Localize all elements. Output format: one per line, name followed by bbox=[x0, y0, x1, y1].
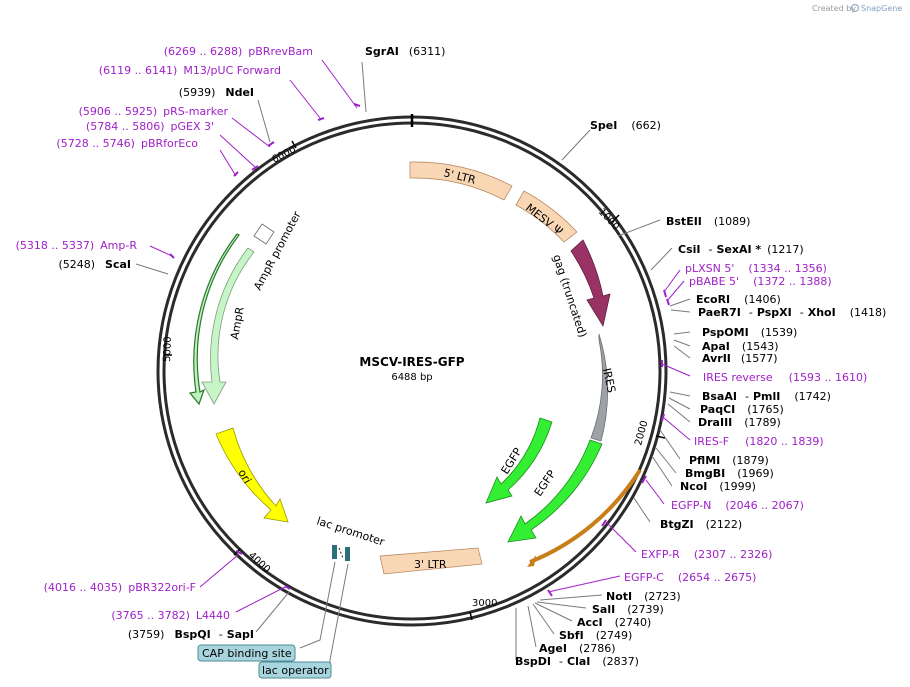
feature-ampr-promoter[interactable] bbox=[253, 223, 275, 245]
cap-binding-label: CAP binding site bbox=[202, 647, 292, 660]
feature-ires[interactable] bbox=[590, 333, 609, 442]
tick-marks bbox=[164, 140, 666, 621]
site-acci[interactable]: AccI(2740) bbox=[577, 616, 651, 629]
primer-pgex[interactable]: (5784 .. 5806)pGEX 3' bbox=[86, 120, 214, 133]
site-bspqi[interactable]: (3759)BspQI-SapI bbox=[128, 628, 254, 641]
site-spei[interactable]: SpeI(662) bbox=[590, 119, 661, 132]
site-ncoi[interactable]: NcoI(1999) bbox=[680, 480, 756, 493]
backbone bbox=[156, 114, 668, 627]
snapgene-logo-icon bbox=[850, 3, 860, 13]
primer-ires-reverse[interactable]: IRES reverse(1593 .. 1610) bbox=[703, 371, 867, 384]
site-agei[interactable]: AgeI(2786) bbox=[539, 642, 616, 655]
feature-egfp-2[interactable] bbox=[507, 439, 603, 543]
feature-5ltr-label: 5' LTR bbox=[442, 166, 477, 187]
lac-operator-label: lac operator bbox=[262, 664, 329, 677]
primer-pbrforeco[interactable]: (5728 .. 5746)pBRforEco bbox=[56, 137, 198, 150]
feature-3ltr[interactable] bbox=[379, 547, 483, 575]
primer-amp-r[interactable]: (5318 .. 5337)Amp-R bbox=[16, 239, 138, 252]
primer-prs-marker[interactable]: (5906 .. 5925)pRS-marker bbox=[79, 105, 229, 118]
primer-egfp-n[interactable]: EGFP-N(2046 .. 2067) bbox=[671, 499, 804, 512]
primer-egfp-c[interactable]: EGFP-C(2654 .. 2675) bbox=[624, 571, 756, 584]
site-pflmi[interactable]: PflMI(1879) bbox=[689, 454, 769, 467]
feature-5ltr[interactable] bbox=[409, 161, 513, 201]
leaders-left bbox=[135, 59, 367, 633]
site-avrii[interactable]: AvrII(1577) bbox=[702, 352, 777, 365]
primer-pbabe[interactable]: pBABE 5'(1372 .. 1388) bbox=[689, 275, 832, 288]
lac-operator-box[interactable] bbox=[258, 661, 332, 679]
site-ndei[interactable]: (5939)NdeI bbox=[179, 86, 254, 99]
feature-ori-label: ori bbox=[235, 467, 253, 486]
tick-3000: 3000 bbox=[472, 598, 497, 609]
feature-ires-label: IRES bbox=[600, 367, 618, 394]
site-bmgbi[interactable]: BmgBI(1969) bbox=[685, 467, 774, 480]
primer-ires-f[interactable]: IRES-F(1820 .. 1839) bbox=[694, 435, 824, 448]
plasmid-size: 6488 bp bbox=[391, 372, 432, 383]
site-bsaai[interactable]: BsaAI-PmlI(1742) bbox=[702, 390, 831, 403]
credit-brand: SnapGene bbox=[861, 4, 902, 13]
site-sbfi[interactable]: SbfI(2749) bbox=[559, 629, 632, 642]
feature-lac-promoter-label: lac promoter bbox=[315, 514, 386, 548]
primer-l4440[interactable]: (3765 .. 3782)L4440 bbox=[111, 609, 230, 622]
leaders-right bbox=[515, 129, 691, 660]
primer-exfp-r[interactable]: EXFP-R(2307 .. 2326) bbox=[641, 548, 772, 561]
site-scai[interactable]: (5248)ScaI bbox=[58, 258, 131, 271]
site-apai[interactable]: ApaI(1543) bbox=[702, 340, 778, 353]
cap-leader bbox=[299, 561, 336, 649]
site-pspomi[interactable]: PspOMI(1539) bbox=[702, 326, 797, 339]
primer-pbrrevbam[interactable]: (6269 .. 6288)pBRrevBam bbox=[164, 45, 313, 58]
feature-gag[interactable] bbox=[570, 239, 611, 328]
feature-ori[interactable] bbox=[215, 427, 289, 523]
feature-mesv-psi[interactable] bbox=[515, 190, 578, 243]
primer-plxsn[interactable]: pLXSN 5'(1334 .. 1356) bbox=[685, 262, 827, 275]
lac-operator-mark[interactable] bbox=[345, 547, 350, 561]
primer-pbr322ori-f[interactable]: (4016 .. 4035)pBR322ori-F bbox=[44, 581, 196, 594]
feature-ampr-outline[interactable] bbox=[188, 233, 240, 406]
site-bsteii[interactable]: BstEII(1089) bbox=[666, 215, 750, 228]
plasmid-name: MSCV-IRES-GFP bbox=[359, 355, 464, 369]
cap-binding-box[interactable] bbox=[197, 644, 296, 662]
site-paer7i[interactable]: PaeR7I-PspXI-XhoI(1418) bbox=[698, 306, 886, 319]
tick-6000: 6000 bbox=[270, 144, 298, 165]
site-sgrai[interactable]: SgrAI(6311) bbox=[365, 45, 445, 58]
feature-3ltr-label: 3' LTR bbox=[414, 558, 447, 571]
primer-exfp-r-arrow[interactable] bbox=[529, 468, 642, 564]
credit-text: Created by bbox=[812, 4, 856, 13]
primer-marks bbox=[169, 103, 670, 597]
site-btgzi[interactable]: BtgZI(2122) bbox=[660, 518, 742, 531]
feature-egfp-1[interactable] bbox=[485, 417, 553, 504]
site-paqci[interactable]: PaqCI(1765) bbox=[700, 403, 784, 416]
lac-promoter-mark[interactable] bbox=[332, 545, 337, 559]
primer-exfp-r-arrowhead bbox=[527, 555, 536, 567]
site-noti[interactable]: NotI(2723) bbox=[606, 590, 681, 603]
site-ecori[interactable]: EcoRI(1406) bbox=[696, 293, 781, 306]
site-bspdi[interactable]: BspDI-ClaI(2837) bbox=[515, 655, 639, 668]
lac-mark-between bbox=[338, 547, 344, 559]
feature-ampr[interactable] bbox=[201, 247, 255, 405]
feature-ampr-promoter-label: AmpR promoter bbox=[251, 209, 304, 293]
primer-m13[interactable]: (6119 .. 6141)M13/pUC Forward bbox=[99, 64, 281, 77]
feature-ampr-label: AmpR bbox=[228, 306, 247, 341]
site-draiii[interactable]: DraIII(1789) bbox=[698, 416, 781, 429]
site-csii[interactable]: CsiI-SexAI *(1217) bbox=[678, 243, 804, 256]
tick-5000: 5000 bbox=[162, 336, 174, 362]
site-sali[interactable]: SalI(2739) bbox=[592, 603, 664, 616]
feature-egfp2-label: EGFP bbox=[532, 468, 559, 499]
